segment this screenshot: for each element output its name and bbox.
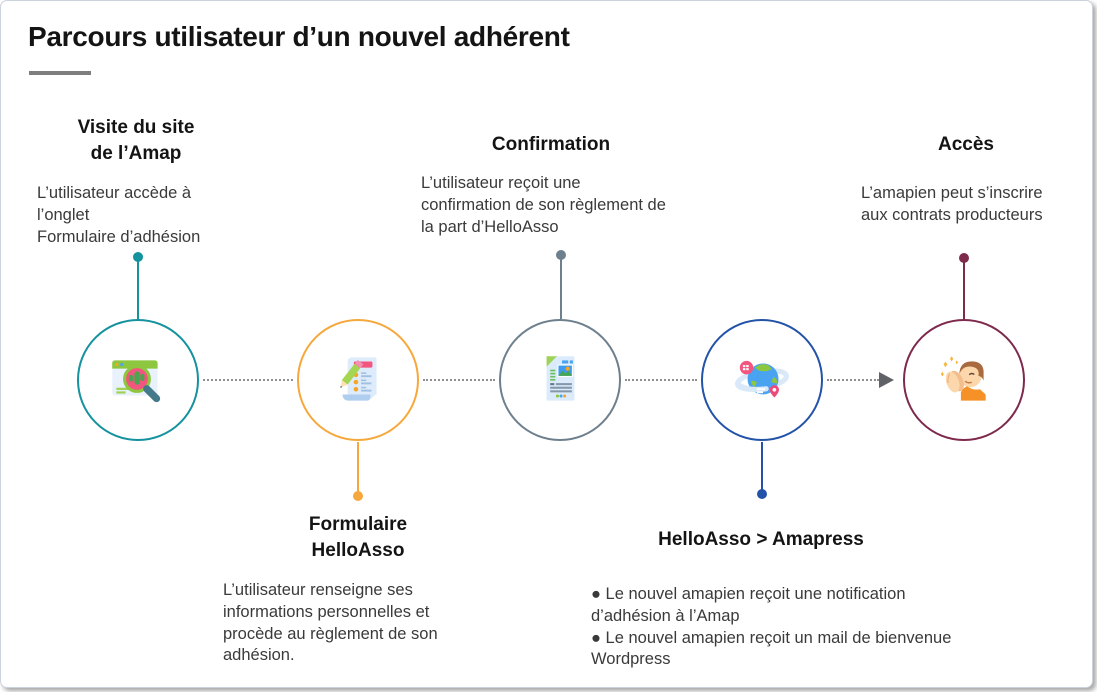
step-body-acces: L’amapien peut s’inscrire aux contrats p… [861,184,1043,224]
step-title-acces: Accès [938,134,994,155]
step-node-helloasso-amapress [701,319,823,441]
step-dot-confirmation [556,250,566,260]
welcome-person-icon [940,356,986,401]
globe-sync-icon [735,360,789,398]
step-body-formulaire: L’utilisateur renseigne ses informations… [223,581,438,665]
flow-line-3-4 [625,379,697,381]
step-title-visite: Visite du site de l’Amap [77,117,195,165]
step-body-confirmation: L’utilisateur reçoit une confirmation de… [421,174,666,236]
step-connector-helloasso-amapress [761,442,763,490]
step-body-visite: L’utilisateur accède à l’onglet Formulai… [37,184,201,246]
title-underline [29,71,91,75]
flow-line-4-5 [827,379,879,381]
step-title-helloasso-amapress: HelloAsso > Amapress [658,529,864,550]
receipt-document-icon [546,356,575,401]
page-title: Parcours utilisateur d’un nouvel adhéren… [28,21,570,52]
step-title-formulaire: Formulaire HelloAsso [308,514,408,562]
step-dot-helloasso-amapress [757,489,767,499]
form-pencil-icon [340,357,377,401]
flow-line-2-3 [423,379,495,381]
step-connector-formulaire [357,442,359,492]
step-body-helloasso-amapress: ● Le nouvel amapien reçoit une notificat… [591,585,952,669]
step-node-visite [77,319,199,441]
flow-line-1-2 [203,379,293,381]
step-dot-formulaire [353,491,363,501]
step-connector-acces [963,262,965,319]
flow-arrow-icon [879,372,894,388]
step-dot-visite [133,252,143,262]
step-connector-visite [137,261,139,319]
step-node-formulaire [297,319,419,441]
step-title-confirmation: Confirmation [491,134,611,155]
website-search-icon [112,360,161,403]
step-node-confirmation [499,319,621,441]
step-dot-acces [959,253,969,263]
step-connector-confirmation [560,259,562,319]
step-node-acces [903,319,1025,441]
